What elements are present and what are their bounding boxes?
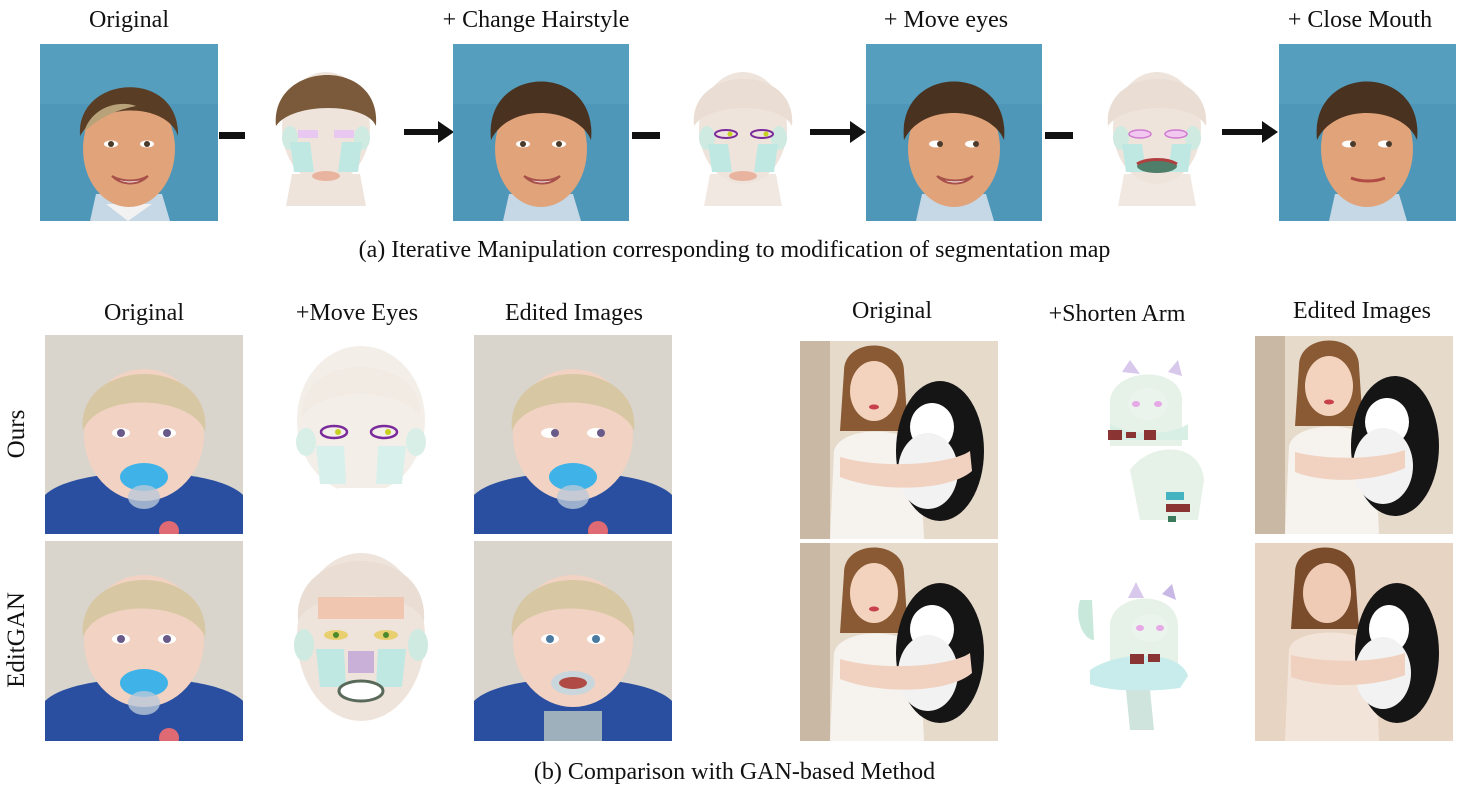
arrow-right-3 — [1222, 121, 1278, 143]
baby-photo-edited-editgan — [474, 541, 672, 741]
header-original-b-left: Original — [104, 300, 184, 326]
boy-photo-close-mouth — [1279, 44, 1456, 221]
header-original-a: Original — [89, 7, 169, 33]
segmentation-map-shorten-arm-ours — [1070, 360, 1230, 530]
connector-dash-3 — [1045, 132, 1073, 139]
woman-cat-photo-edited-ours — [1255, 336, 1453, 534]
row-label-ours: Ours — [3, 409, 30, 459]
arrow-right-2 — [810, 121, 866, 143]
baby-photo-original-ours — [45, 335, 243, 534]
segmentation-map-mouth — [1094, 56, 1220, 210]
woman-cat-photo-original-ours — [800, 341, 998, 539]
segmentation-map-eyes — [680, 56, 806, 210]
boy-photo-move-eyes — [866, 44, 1042, 221]
baby-photo-original-editgan — [45, 541, 243, 741]
header-change-hairstyle: + Change Hairstyle — [442, 7, 630, 33]
segmentation-map-move-eyes-editgan — [282, 541, 440, 739]
header-move-eyes-b: +Move Eyes — [295, 300, 419, 326]
arrow-right-1 — [404, 121, 454, 143]
segmentation-map-hairstyle — [262, 56, 390, 210]
caption-a: (a) Iterative Manipulation corresponding… — [358, 237, 1111, 263]
header-edited-images-left: Edited Images — [505, 300, 643, 326]
header-close-mouth: + Close Mouth — [1287, 7, 1433, 33]
boy-photo-hairstyle — [453, 44, 629, 221]
header-edited-images-right: Edited Images — [1293, 298, 1431, 324]
woman-cat-photo-original-editgan — [800, 543, 998, 741]
woman-cat-photo-edited-editgan — [1255, 543, 1453, 741]
header-original-b-right: Original — [852, 298, 932, 324]
baby-photo-edited-ours — [474, 335, 672, 534]
connector-dash-2 — [632, 132, 660, 139]
segmentation-map-shorten-arm-editgan — [1070, 580, 1220, 736]
header-shorten-arm: +Shorten Arm — [1048, 301, 1186, 327]
caption-b: (b) Comparison with GAN-based Method — [533, 759, 936, 785]
connector-dash-1 — [219, 132, 245, 139]
boy-photo-original — [40, 44, 218, 221]
header-move-eyes-a: + Move eyes — [883, 7, 1009, 33]
segmentation-map-move-eyes-ours — [282, 338, 440, 534]
row-label-editgan: EditGAN — [3, 592, 30, 688]
